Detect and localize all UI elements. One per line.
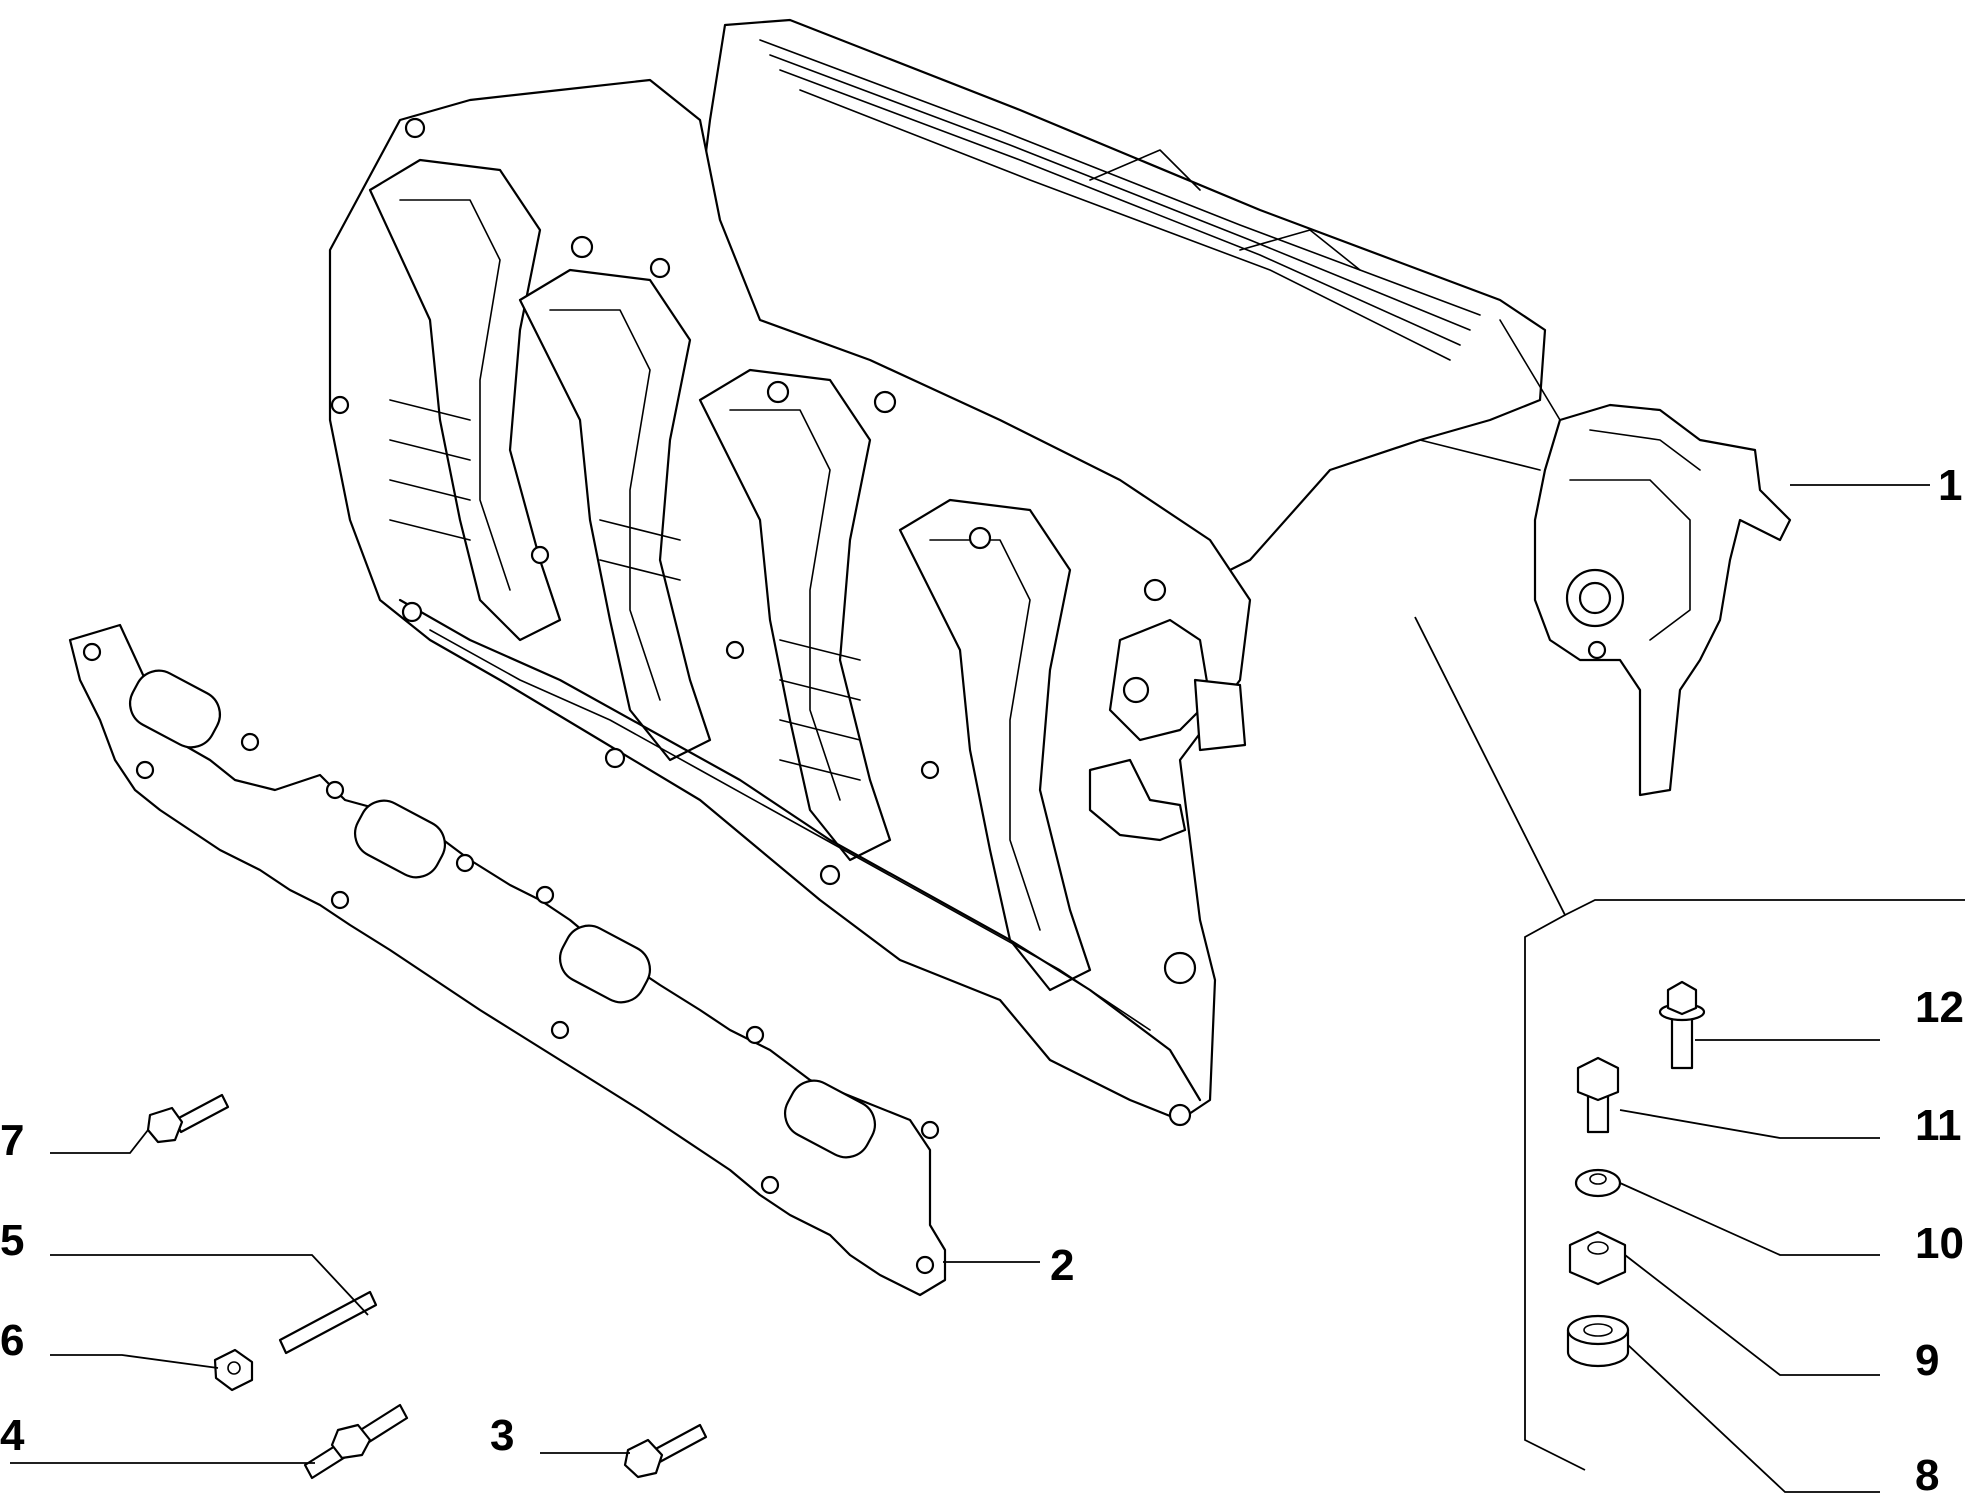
bolt-7	[146, 1093, 230, 1144]
nut-9	[1568, 1230, 1627, 1286]
callout-10: 10	[1915, 1219, 1964, 1268]
stud-5	[278, 1290, 378, 1355]
bolt-3	[623, 1423, 708, 1479]
stud-4	[303, 1403, 409, 1480]
callout-9: 9	[1915, 1336, 1939, 1385]
manifold-gasket	[68, 623, 947, 1297]
callout-2: 2	[1050, 1241, 1074, 1290]
bolt-11	[1576, 1056, 1620, 1134]
callout-8: 8	[1915, 1451, 1939, 1495]
spacer-8	[1566, 1314, 1630, 1368]
callout-5: 5	[0, 1216, 24, 1265]
callout-labels: 1 2 3 4 5 6 7 8 9 10 11 12	[0, 461, 1964, 1495]
callout-4: 4	[0, 1411, 25, 1460]
washer-10	[1574, 1168, 1622, 1198]
callout-7: 7	[0, 1116, 24, 1165]
callout-1: 1	[1938, 461, 1962, 510]
intake-manifold	[328, 18, 1792, 1127]
bolt-12	[1658, 980, 1706, 1070]
callout-3: 3	[490, 1411, 514, 1460]
leader-lines	[10, 484, 1965, 1493]
callout-6: 6	[0, 1316, 24, 1365]
nut-6	[213, 1348, 254, 1392]
callout-11: 11	[1915, 1101, 1962, 1150]
callout-12: 12	[1915, 983, 1964, 1032]
